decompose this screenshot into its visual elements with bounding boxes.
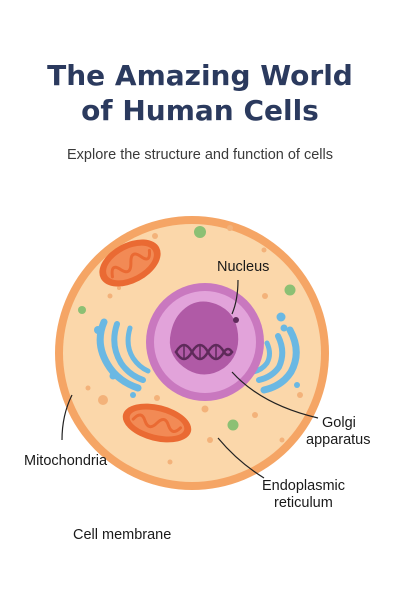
nucleus — [146, 283, 264, 401]
mitochondrion-top — [99, 239, 161, 287]
golgi-label-line2: apparatus — [306, 432, 371, 448]
subtitle: Explore the structure and function of ce… — [67, 147, 333, 163]
er-label-line2: reticulum — [274, 495, 333, 511]
golgi-left — [94, 318, 151, 398]
nucleus-dot — [233, 317, 239, 323]
er-label-line1: Endoplasmic — [262, 478, 345, 494]
golgi-label-line1: Golgi — [322, 415, 356, 431]
nucleus-leader — [231, 279, 239, 315]
nucleus-label: Nucleus — [217, 259, 269, 275]
title-line-2: of Human Cells — [81, 94, 319, 127]
mitochondria-label: Mitochondria — [24, 453, 108, 469]
leader-lines — [61, 279, 319, 479]
dna-icon — [174, 343, 234, 361]
golgi-right — [250, 324, 300, 394]
er-leader — [217, 437, 265, 479]
cell-membrane-label: Cell membrane — [73, 527, 171, 543]
golgi-leader — [231, 371, 319, 419]
mitochondrion-bottom — [122, 403, 192, 443]
title-line-1: The Amazing World — [47, 59, 353, 92]
cytoplasm-granules — [78, 225, 303, 465]
mitochondria-leader — [61, 394, 73, 441]
